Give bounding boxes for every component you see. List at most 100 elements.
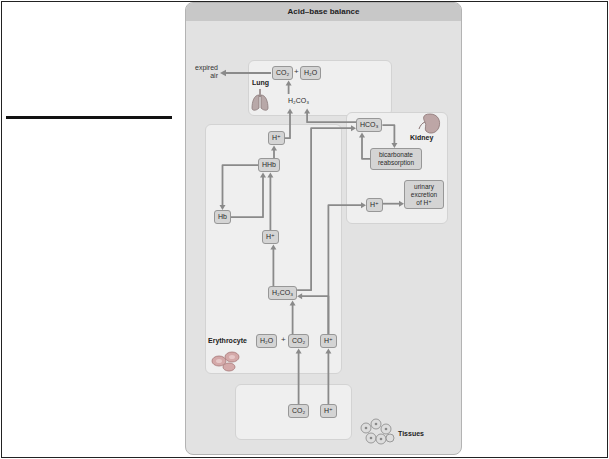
box-text: H⁺ [324, 407, 333, 415]
red-cell [225, 352, 239, 362]
arrow-head [260, 172, 266, 177]
red-cell-center [216, 359, 222, 363]
connector [286, 80, 292, 94]
lung-lobe [252, 95, 259, 110]
molecule-box: CO₂ [288, 334, 309, 348]
region-label-holder: Tissues [398, 430, 424, 438]
process-box: bicarbonate reabsorption [370, 148, 422, 170]
kidney-shape [424, 114, 440, 133]
connector-line [328, 205, 362, 334]
molecule-box: H⁺ [262, 230, 279, 244]
trachea [259, 89, 261, 97]
region-panel: TissuesCO₂H⁺ [235, 384, 352, 440]
region-label: Tissues [398, 430, 424, 438]
arrow-head [304, 108, 310, 113]
connector-line [382, 125, 394, 144]
panel-heading: Acid–base balance [186, 3, 461, 21]
red-cell-center [229, 355, 235, 359]
molecule-box: H₂O [256, 334, 277, 348]
erythrocyte-icon [212, 352, 239, 371]
note-label: expired air [188, 64, 218, 80]
connector [296, 348, 302, 404]
connector-line [298, 352, 300, 404]
connector [382, 125, 397, 148]
molecule-box: H⁺ [268, 131, 285, 145]
connector [359, 132, 370, 158]
cell [381, 424, 391, 434]
molecule-box: HHb [258, 158, 280, 172]
molecule-box: H⁺ [320, 404, 337, 418]
box-text: CO₂ [292, 407, 305, 415]
tissue-icon [361, 419, 394, 444]
connector-line [273, 149, 275, 158]
arrow-head [290, 300, 296, 305]
box-text: H₂O [260, 337, 273, 345]
molecule-box: Hb [214, 210, 231, 224]
box-text: CO₂ [276, 69, 289, 77]
box-text: H⁺ [370, 201, 379, 209]
connector-line [272, 248, 274, 286]
molecule-box: H⁺ [320, 334, 337, 348]
connector-line [269, 176, 271, 230]
arrow-line [225, 72, 271, 74]
region-label: Kidney [410, 134, 433, 142]
connector-line [301, 296, 328, 334]
arrow-head [391, 143, 397, 148]
region-label: Erythrocyte [208, 337, 247, 345]
connector [304, 108, 356, 122]
connector-line [307, 112, 356, 122]
connector-line [288, 84, 290, 94]
molecule-box: CO₂ [272, 66, 293, 80]
connector-line [231, 176, 263, 217]
connector-line [297, 128, 352, 290]
connector [328, 202, 366, 334]
box-text: Hb [218, 213, 227, 221]
connector-line [223, 165, 259, 206]
connector [325, 348, 331, 404]
nucleus [370, 437, 373, 440]
box-text: H₂CO₃ [288, 97, 309, 105]
region-label-holder: Lung [252, 79, 269, 87]
arrow-head [219, 205, 225, 210]
molecule-label: H₂CO₃ [284, 94, 313, 108]
box-text: H⁺ [324, 337, 333, 345]
black-bar [6, 116, 172, 119]
cell [386, 434, 394, 442]
kidney-icon [419, 114, 440, 133]
arrow-head [271, 145, 277, 150]
arrow-head [351, 125, 356, 131]
connector-line [285, 112, 290, 138]
cell [361, 423, 371, 433]
connector-line [383, 203, 400, 205]
box-text: H₂O [304, 69, 317, 77]
arrow-head [359, 132, 365, 137]
arrow-head [399, 201, 404, 207]
region-label: Lung [252, 79, 269, 87]
arrow-head [361, 202, 366, 208]
nucleus [375, 423, 378, 426]
arrow-head [267, 172, 273, 177]
region-label-holder: Erythrocyte [208, 337, 247, 345]
connector [271, 145, 277, 158]
molecule-box: H₂CO₃ [268, 286, 297, 300]
connector [285, 108, 293, 138]
connector-line [362, 136, 370, 158]
connector [297, 293, 328, 334]
arrow-head [287, 108, 293, 113]
plus-sign: + [281, 335, 286, 344]
connector-line [292, 304, 294, 334]
box-text: CO₂ [292, 337, 305, 345]
connector [290, 300, 296, 334]
lung-lobe [261, 95, 268, 110]
connector-line [327, 352, 329, 404]
lung-icon [252, 89, 268, 110]
connector [231, 172, 266, 217]
molecule-box: CO₂ [288, 404, 309, 418]
box-text: H⁺ [272, 134, 281, 142]
box-text: HHb [262, 161, 276, 169]
molecule-box: H₂O [300, 66, 321, 80]
cell [376, 434, 386, 444]
red-cell [223, 363, 235, 371]
